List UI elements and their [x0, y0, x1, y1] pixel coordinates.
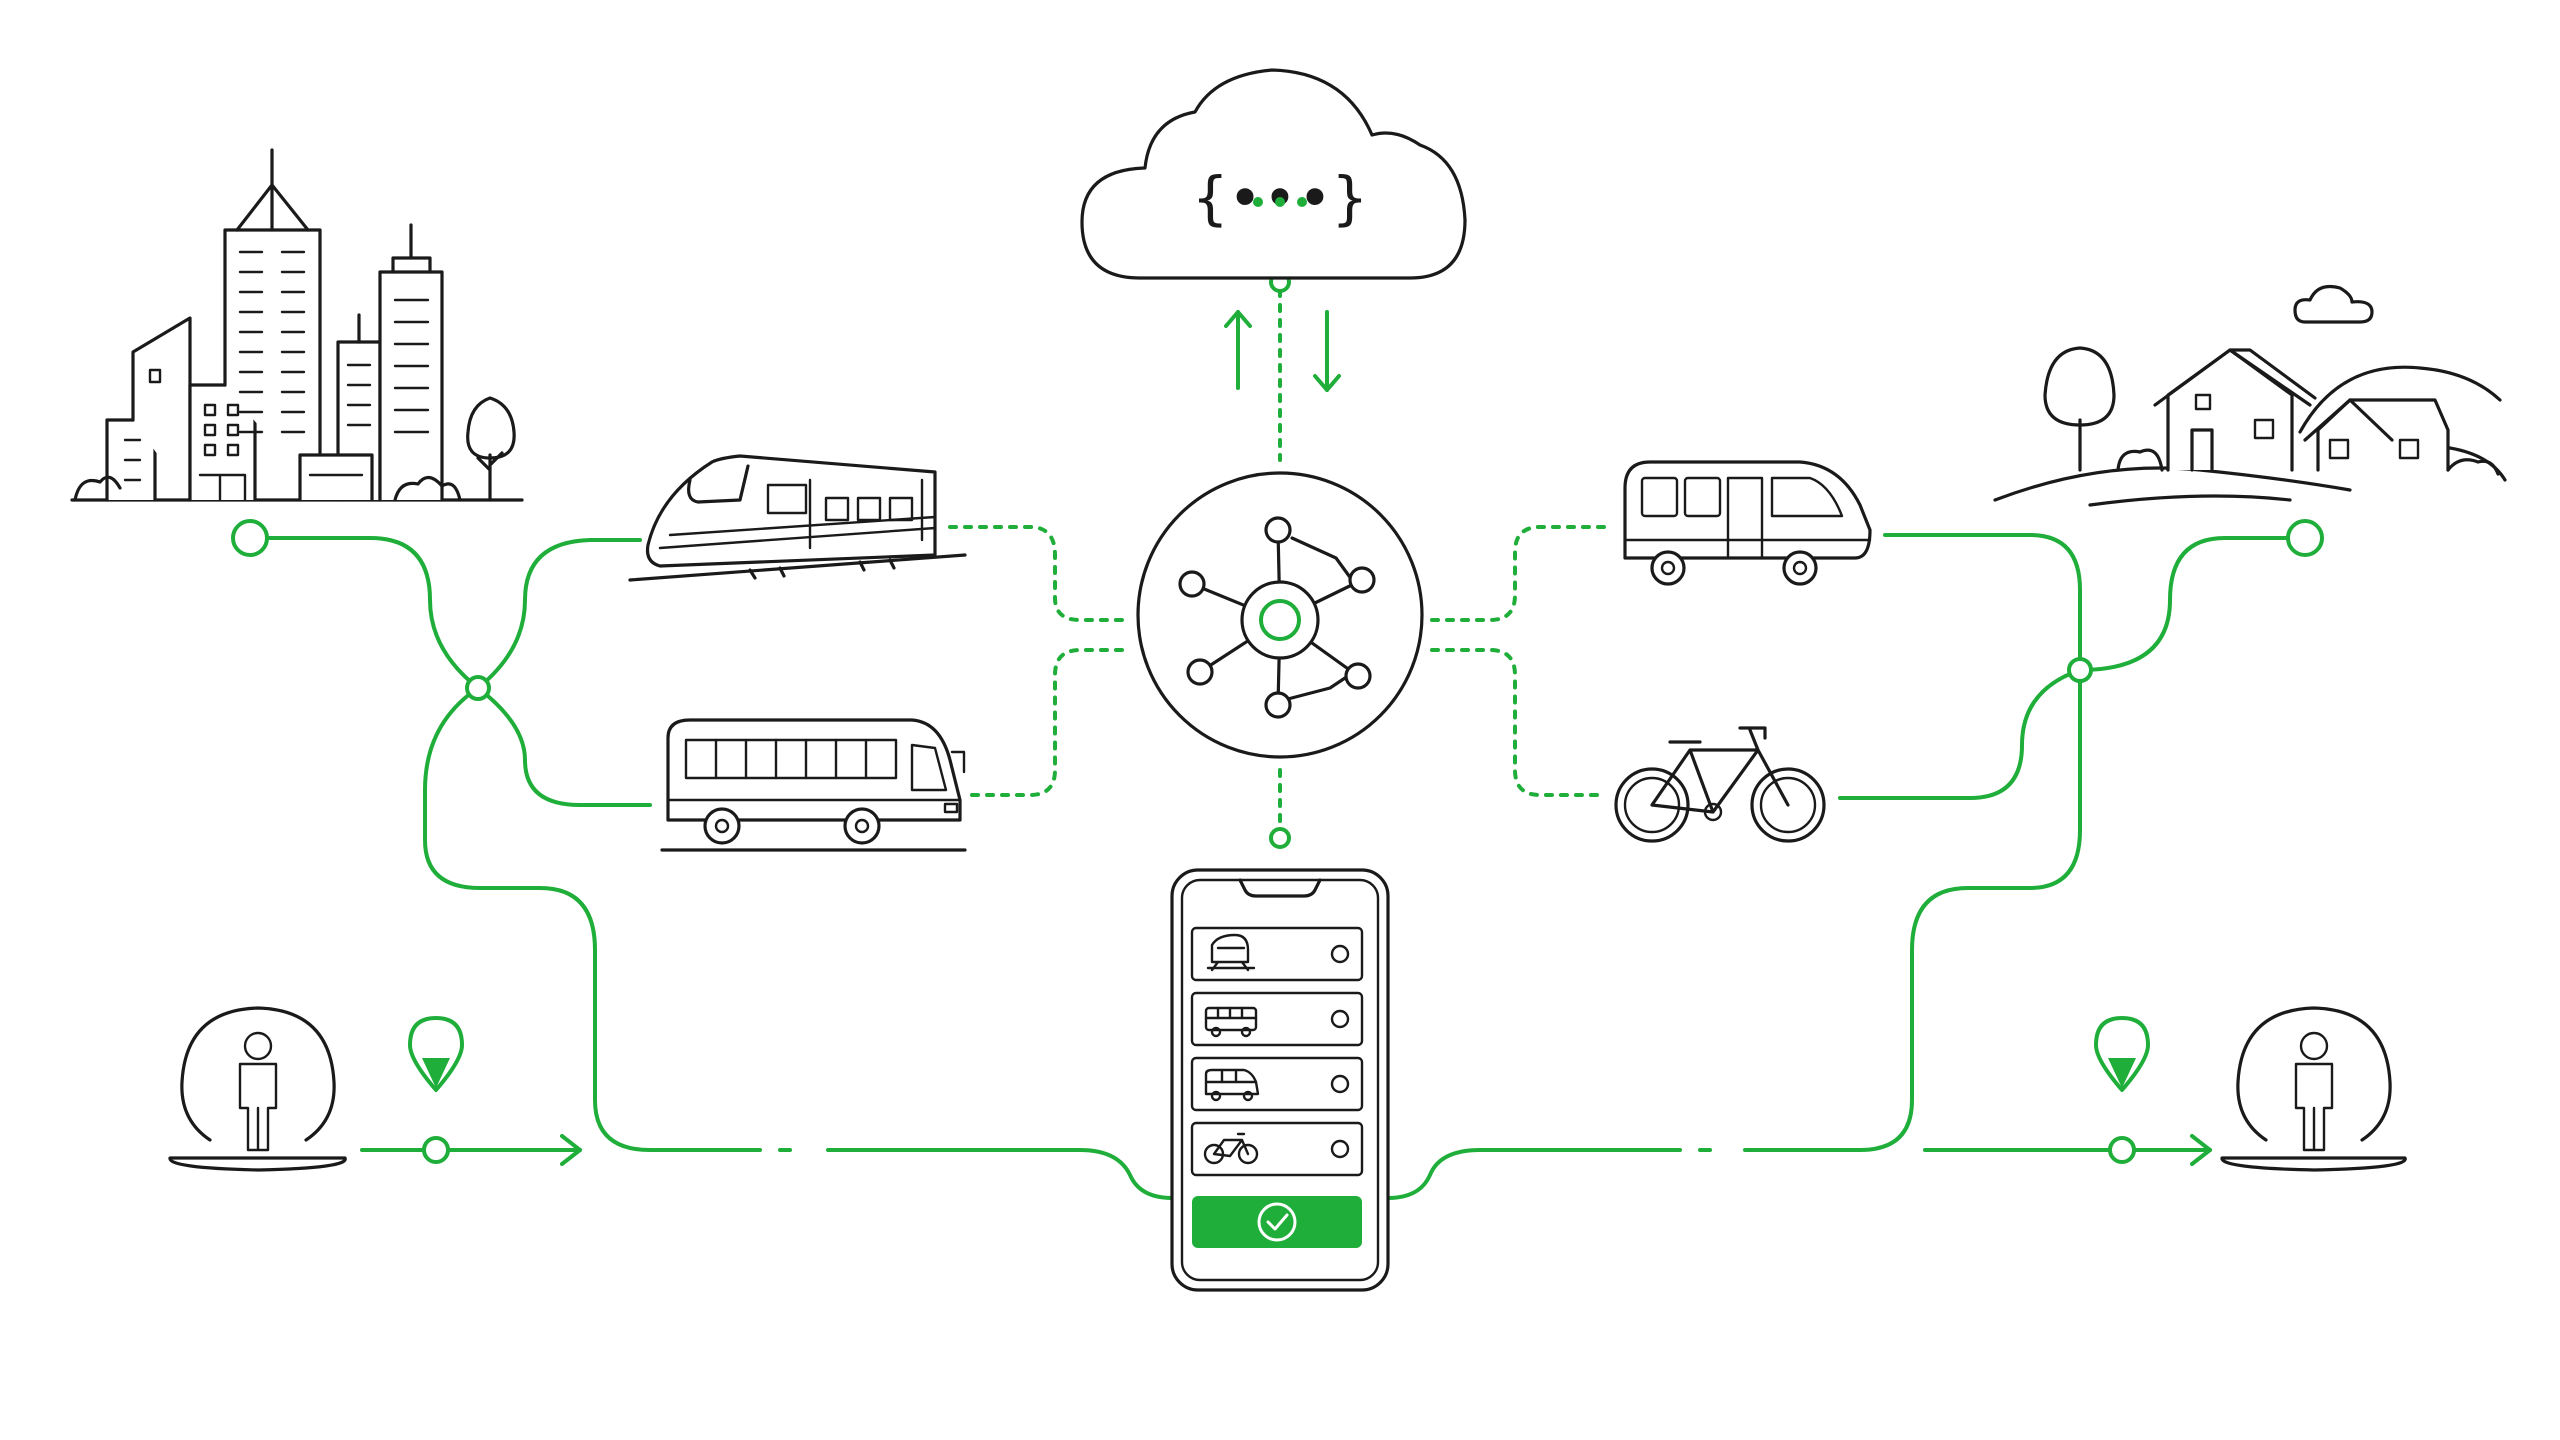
destination-pin-group [1923, 1016, 2212, 1166]
route-bottom-to-phone-left [826, 1148, 1174, 1200]
route-phone-to-bottom-right [1386, 1148, 1682, 1200]
option-train-icon [1206, 933, 1256, 972]
location-pin-icon [2094, 1016, 2150, 1092]
origin-point [422, 1136, 450, 1164]
upload-arrow-icon [1224, 310, 1252, 390]
route-junction-to-village [2078, 536, 2307, 672]
location-pin-icon [408, 1016, 464, 1092]
van-icon [1623, 460, 1872, 586]
option-radio-van[interactable] [1330, 1074, 1350, 1094]
cloud-api-icon: {•••} [1080, 68, 1467, 280]
route-city-to-junction [264, 536, 480, 690]
origin-pin-group [360, 1016, 582, 1166]
connector-bus-hub [970, 648, 1130, 797]
connector-hub-bike [1430, 648, 1602, 797]
hub-core [1259, 599, 1301, 641]
checkmark-icon [1257, 1202, 1297, 1242]
option-van-icon [1204, 1068, 1260, 1102]
node-village [2286, 519, 2324, 557]
phone-option-list [1190, 926, 1364, 1177]
train-icon [628, 454, 967, 582]
node-right-junction [2067, 657, 2093, 683]
route-lines [264, 533, 2307, 1200]
route-van-to-junction [1883, 533, 2082, 672]
route-bike-to-junction [1838, 668, 2082, 800]
node-city [231, 519, 269, 557]
person-destination-icon [2220, 1006, 2407, 1172]
city-skyline-icon [70, 148, 524, 502]
cloud-dot-2 [1275, 197, 1285, 207]
origin-arrow-head [560, 1134, 582, 1166]
connector-hub-van [1430, 525, 1607, 622]
option-radio-train[interactable] [1330, 944, 1350, 964]
destination-point [2108, 1136, 2136, 1164]
destination-arrow-head [2190, 1134, 2212, 1166]
bus-icon [660, 718, 967, 852]
cloud-dot-1 [1253, 197, 1263, 207]
download-arrow-icon [1313, 310, 1341, 392]
route-junction-to-bus [476, 686, 652, 807]
option-row-bus[interactable] [1190, 991, 1364, 1047]
route-junction-to-train [476, 538, 642, 690]
hub-connectors [948, 288, 1607, 827]
connector-train-hub [948, 525, 1130, 622]
village-houses-icon [1993, 284, 2507, 507]
smartphone-icon [1170, 868, 1390, 1292]
option-radio-bus[interactable] [1330, 1009, 1350, 1029]
option-bicycle-icon [1203, 1132, 1259, 1165]
confirm-button[interactable] [1192, 1196, 1362, 1248]
cloud-dot-3 [1297, 197, 1307, 207]
node-phone-top [1269, 827, 1291, 849]
sync-arrows [1224, 310, 1341, 392]
bicycle-icon [1614, 726, 1826, 843]
option-row-bicycle[interactable] [1190, 1121, 1364, 1177]
route-bottom-right-to-junction [1743, 668, 2083, 1152]
person-origin-icon [168, 1006, 347, 1172]
option-row-train[interactable] [1190, 926, 1364, 982]
option-row-van[interactable] [1190, 1056, 1364, 1112]
option-bus-icon [1204, 1006, 1258, 1038]
option-radio-bicycle[interactable] [1330, 1139, 1350, 1159]
route-junction-to-bottom [423, 686, 762, 1152]
network-hub-icon [1136, 471, 1424, 759]
node-left-junction [465, 675, 491, 701]
